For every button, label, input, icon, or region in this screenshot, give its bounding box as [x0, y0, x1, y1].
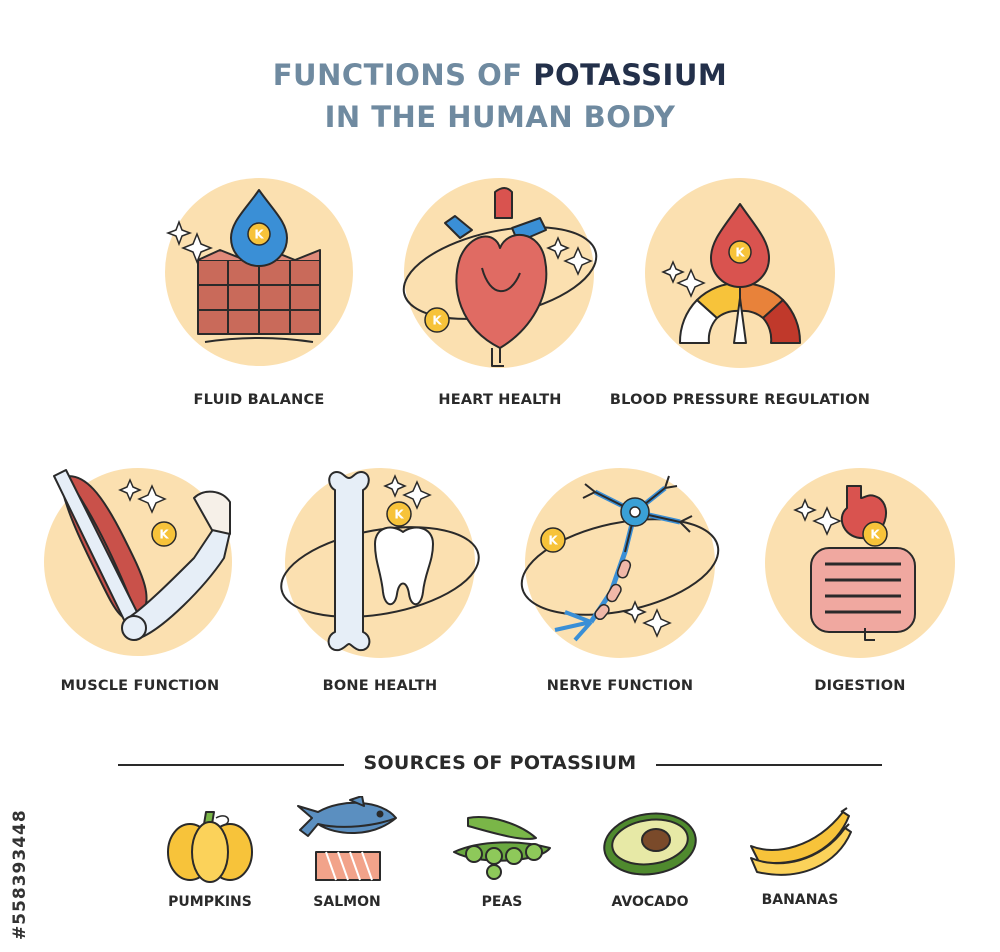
food-label: PEAS	[481, 894, 523, 910]
food-label: SALMON	[313, 894, 381, 910]
stomach-intestine-icon: K	[793, 485, 916, 641]
label-muscle-function: MUSCLE FUNCTION	[60, 678, 220, 694]
food-label: BANANAS	[761, 892, 839, 908]
label-nerve-function: NERVE FUNCTION	[546, 678, 694, 694]
food-salmon: SALMON	[292, 796, 402, 926]
food-label: AVOCADO	[611, 894, 689, 910]
heart-icon: K	[402, 187, 598, 367]
potassium-badge: K	[254, 228, 264, 242]
neuron-icon: K	[520, 475, 720, 642]
label-digestion: DIGESTION	[814, 678, 906, 694]
page-title-line-2: IN THE HUMAN BODY	[324, 100, 676, 134]
label-heart-health: HEART HEALTH	[438, 392, 562, 408]
avocado-icon	[603, 812, 697, 876]
potassium-badge: K	[159, 528, 169, 542]
sources-divider-right	[656, 764, 882, 766]
label-bone-health: BONE HEALTH	[322, 678, 438, 694]
title-prefix: FUNCTIONS OF	[272, 58, 523, 92]
pumpkin-icon	[167, 811, 253, 883]
potassium-badge: K	[394, 508, 404, 522]
watermark-id: #558393448	[10, 809, 30, 940]
bone-tooth-icon: K	[280, 471, 480, 652]
potassium-badge: K	[548, 534, 558, 548]
potassium-badge: K	[870, 528, 880, 542]
label-blood-pressure-regulation: BLOOD PRESSURE REGULATION	[609, 392, 871, 408]
food-label: PUMPKINS	[168, 894, 252, 910]
banana-icon	[750, 807, 852, 876]
potassium-badge: K	[432, 314, 442, 328]
salmon-icon	[297, 796, 397, 881]
title-highlight: POTASSIUM	[533, 58, 728, 92]
blood-pressure-gauge-icon: K	[661, 203, 802, 344]
sources-divider-left	[118, 764, 344, 766]
water-drop-cells-icon: K	[165, 189, 321, 343]
peas-icon	[453, 816, 551, 880]
food-bananas: BANANAS	[745, 806, 855, 926]
label-fluid-balance: FLUID BALANCE	[193, 392, 325, 408]
food-pumpkins: PUMPKINS	[160, 808, 260, 928]
potassium-badge: K	[735, 246, 745, 260]
food-peas: PEAS	[450, 812, 551, 932]
arm-muscle-icon: K	[53, 469, 231, 641]
food-avocado: AVOCADO	[600, 808, 700, 928]
sources-title: SOURCES OF POTASSIUM	[363, 752, 637, 774]
page-title-line-1: FUNCTIONS OF POTASSIUM	[0, 58, 1000, 92]
